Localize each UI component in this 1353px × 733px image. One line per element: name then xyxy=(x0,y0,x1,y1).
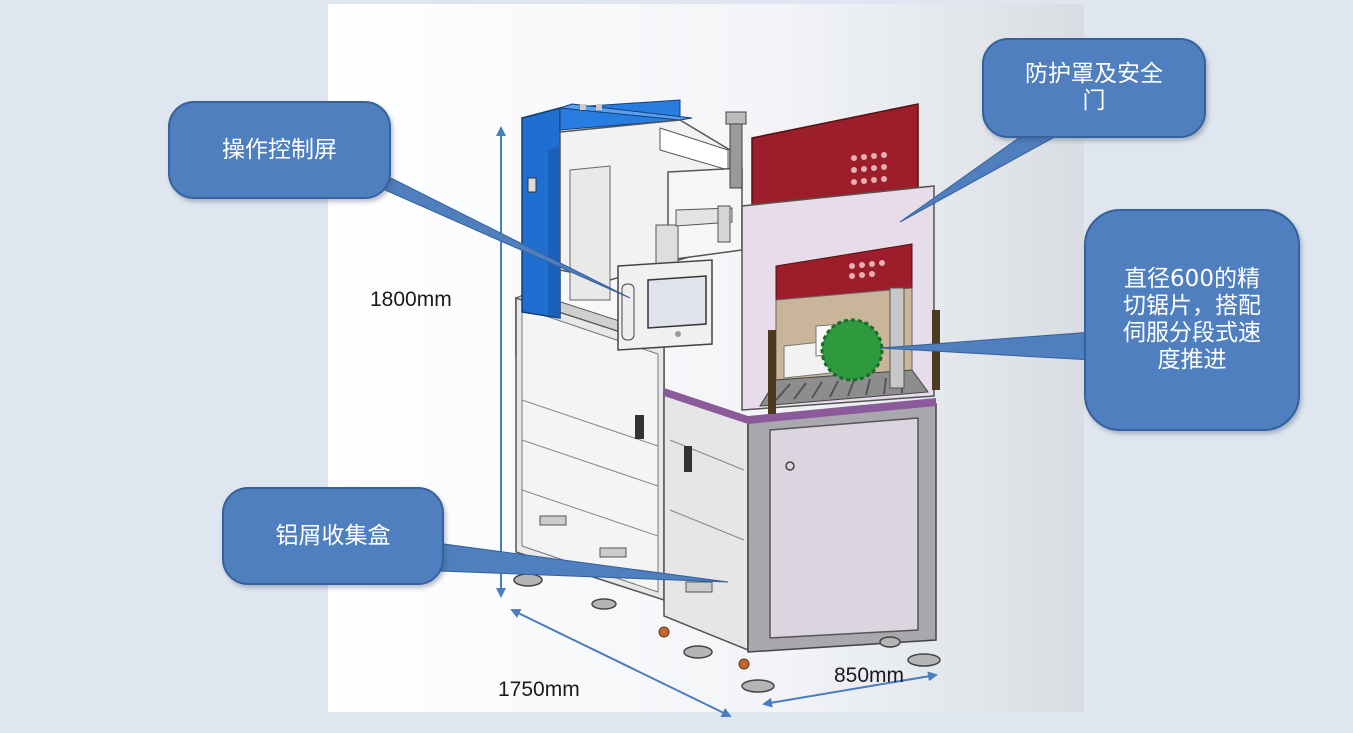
right-base-cabinet xyxy=(663,388,937,653)
length-dimension-arrow xyxy=(510,609,732,717)
width-dimension-arrow xyxy=(762,671,938,708)
width-dimension-label: 850mm xyxy=(834,664,905,687)
callout-guard-door: 防护罩及安全 门 xyxy=(982,38,1206,138)
callout-control-screen: 操作控制屏 xyxy=(168,101,391,199)
callout-chip-box: 铝屑收集盒 xyxy=(222,487,444,585)
callout-saw-blade: 直径600的精 切锯片，搭配 伺服分段式速 度推进 xyxy=(1084,209,1300,431)
length-dimension-label: 1750mm xyxy=(498,678,580,701)
saw-blade-icon xyxy=(820,318,884,382)
height-dimension-label: 1800mm xyxy=(370,288,452,311)
control-screen-assembly xyxy=(617,205,733,351)
guard-enclosure xyxy=(725,103,940,414)
